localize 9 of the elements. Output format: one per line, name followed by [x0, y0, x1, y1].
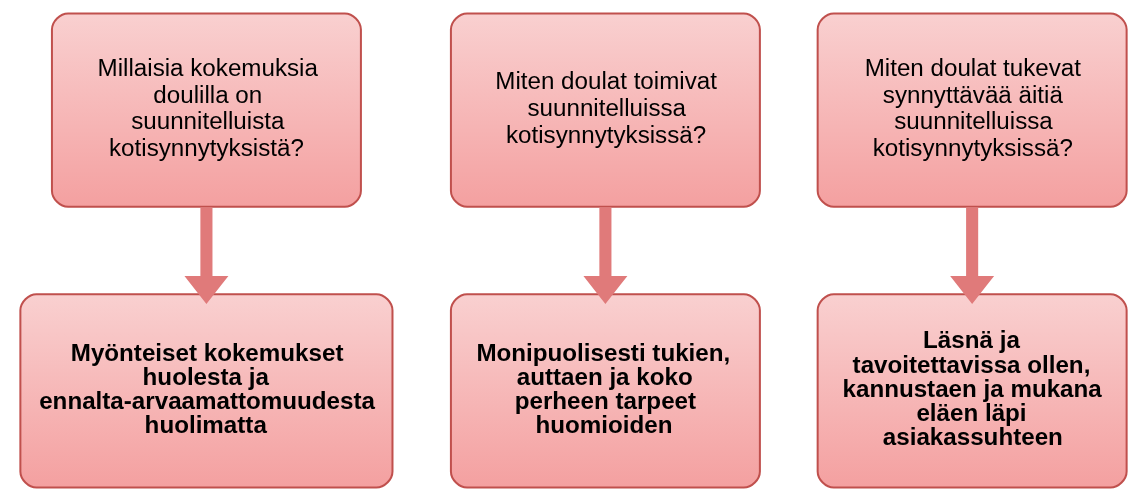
node-box: Monipuolisesti tukien, auttaen ja koko perheen tarpeet huomioiden [449, 293, 761, 489]
arrow [583, 207, 628, 304]
node-box: Myönteiset kokemukset huolesta ja ennalta-arvaamattomuudesta huolimatta [19, 293, 394, 489]
node-box: Läsnä ja tavoitettavissa ollen, kannustaen ja mukana eläen läpi asiakassuhteen [816, 293, 1128, 489]
arrow [184, 207, 229, 304]
node-box: Millaisia kokemuksia doulilla on suunnitelluista kotisynnytyksistä? [50, 12, 362, 208]
node-box: Miten doulat tukevat synnyttävää äitiä suunnitelluissa kotisynnytyksissä? [816, 12, 1128, 208]
node-box: Miten doulat toimivat suunnitelluissa kotisynnytyksissä? [449, 12, 761, 208]
arrow [950, 207, 995, 304]
